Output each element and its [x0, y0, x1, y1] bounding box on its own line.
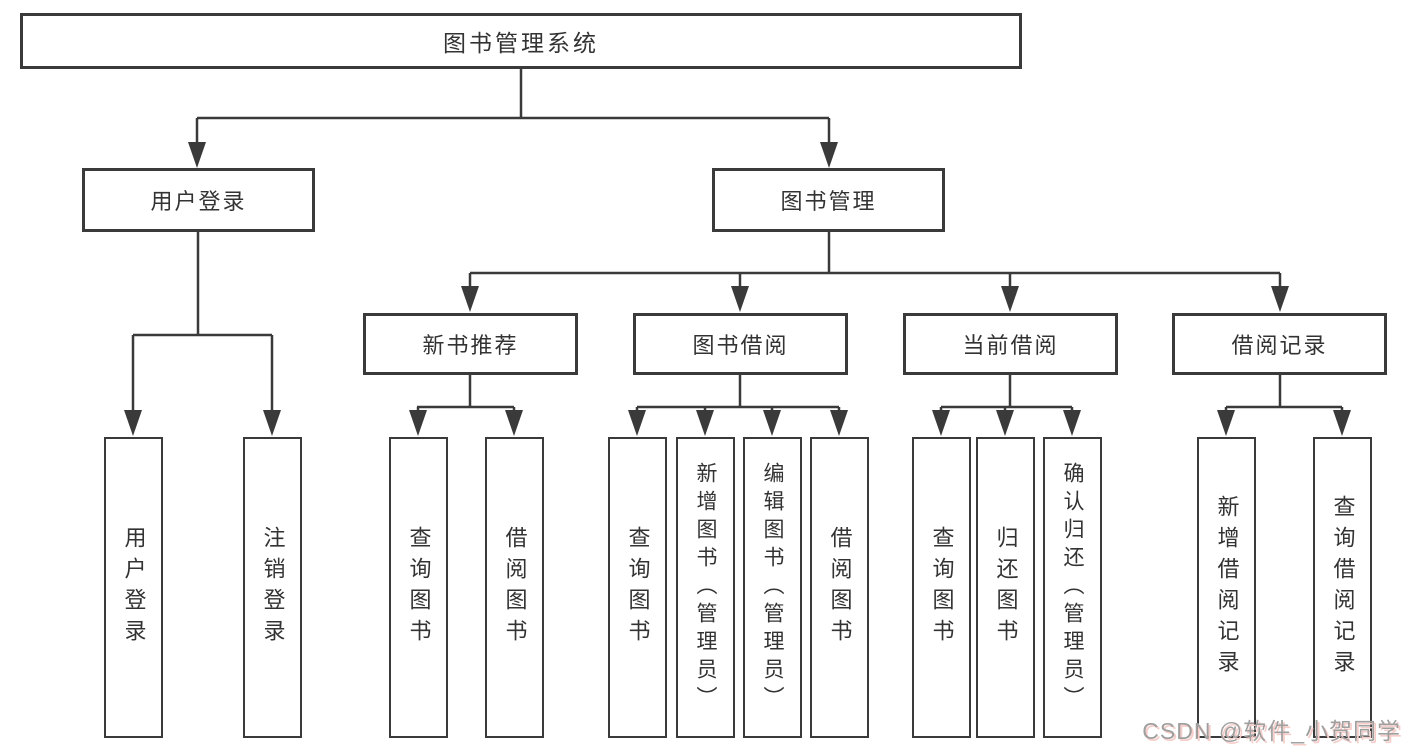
arrow-icon: [1063, 410, 1081, 436]
node-add-book-admin: 新增图书（管理员）: [676, 437, 735, 738]
node-book-management-module: 图书管理: [712, 168, 945, 232]
node-user-login-module: 用户登录: [82, 168, 315, 232]
csdn-watermark: CSDN @软件_小贺同学: [1142, 718, 1401, 744]
node-query-books-borrowing: 查询图书: [608, 437, 667, 738]
node-edit-book-admin: 编辑图书（管理员）: [743, 437, 802, 738]
leaf-label: 查询图书: [625, 525, 651, 650]
leaf-label: 用户登录: [121, 525, 147, 650]
arrow-icon: [731, 286, 749, 312]
arrow-icon: [1333, 410, 1351, 436]
node-query-borrow-record: 查询借阅记录: [1313, 437, 1372, 738]
arrow-icon: [188, 142, 206, 168]
node-logout: 注销登录: [243, 437, 302, 738]
node-return-books: 归还图书: [976, 437, 1035, 738]
leaf-label: 查询借阅记录: [1330, 494, 1356, 681]
arrow-icon: [461, 286, 479, 312]
node-borrow-books-recommend: 借阅图书: [485, 437, 544, 738]
arrow-icon: [124, 410, 142, 436]
arrow-icon: [830, 410, 848, 436]
arrow-icon: [1001, 286, 1019, 312]
node-borrow-books: 借阅图书: [810, 437, 869, 738]
arrow-icon: [263, 410, 281, 436]
node-add-borrow-record: 新增借阅记录: [1197, 437, 1256, 738]
leaf-label: 借阅图书: [502, 525, 528, 650]
arrow-icon: [696, 410, 714, 436]
arrow-icon: [932, 410, 950, 436]
arrow-icon: [1217, 410, 1235, 436]
leaf-label: 归还图书: [993, 525, 1019, 650]
arrowheads: [124, 142, 1351, 436]
leaf-label: 查询图书: [929, 525, 955, 650]
leaf-label: 确认归还（管理员）: [1061, 461, 1084, 714]
leaf-label: 注销登录: [260, 525, 286, 650]
leaf-label: 编辑图书（管理员）: [761, 461, 784, 714]
node-user-login: 用户登录: [104, 437, 163, 738]
arrow-icon: [409, 410, 427, 436]
node-query-books-current: 查询图书: [912, 437, 971, 738]
node-new-book-recommend: 新书推荐: [363, 313, 578, 375]
arrow-icon: [1271, 286, 1289, 312]
node-confirm-return-admin: 确认归还（管理员）: [1043, 437, 1102, 738]
arrow-icon: [505, 410, 523, 436]
leaf-label: 新增图书（管理员）: [694, 461, 717, 714]
node-query-books-recommend: 查询图书: [389, 437, 448, 738]
node-book-borrowing: 图书借阅: [633, 313, 848, 375]
arrow-icon: [996, 410, 1014, 436]
leaf-label: 查询图书: [406, 525, 432, 650]
arrow-icon: [820, 142, 838, 168]
node-system-root: 图书管理系统: [20, 13, 1022, 69]
leaf-label: 借阅图书: [827, 525, 853, 650]
arrow-icon: [628, 410, 646, 436]
node-borrow-records: 借阅记录: [1172, 313, 1387, 375]
leaf-label: 新增借阅记录: [1214, 494, 1240, 681]
arrow-icon: [763, 410, 781, 436]
node-current-borrowing: 当前借阅: [903, 313, 1118, 375]
